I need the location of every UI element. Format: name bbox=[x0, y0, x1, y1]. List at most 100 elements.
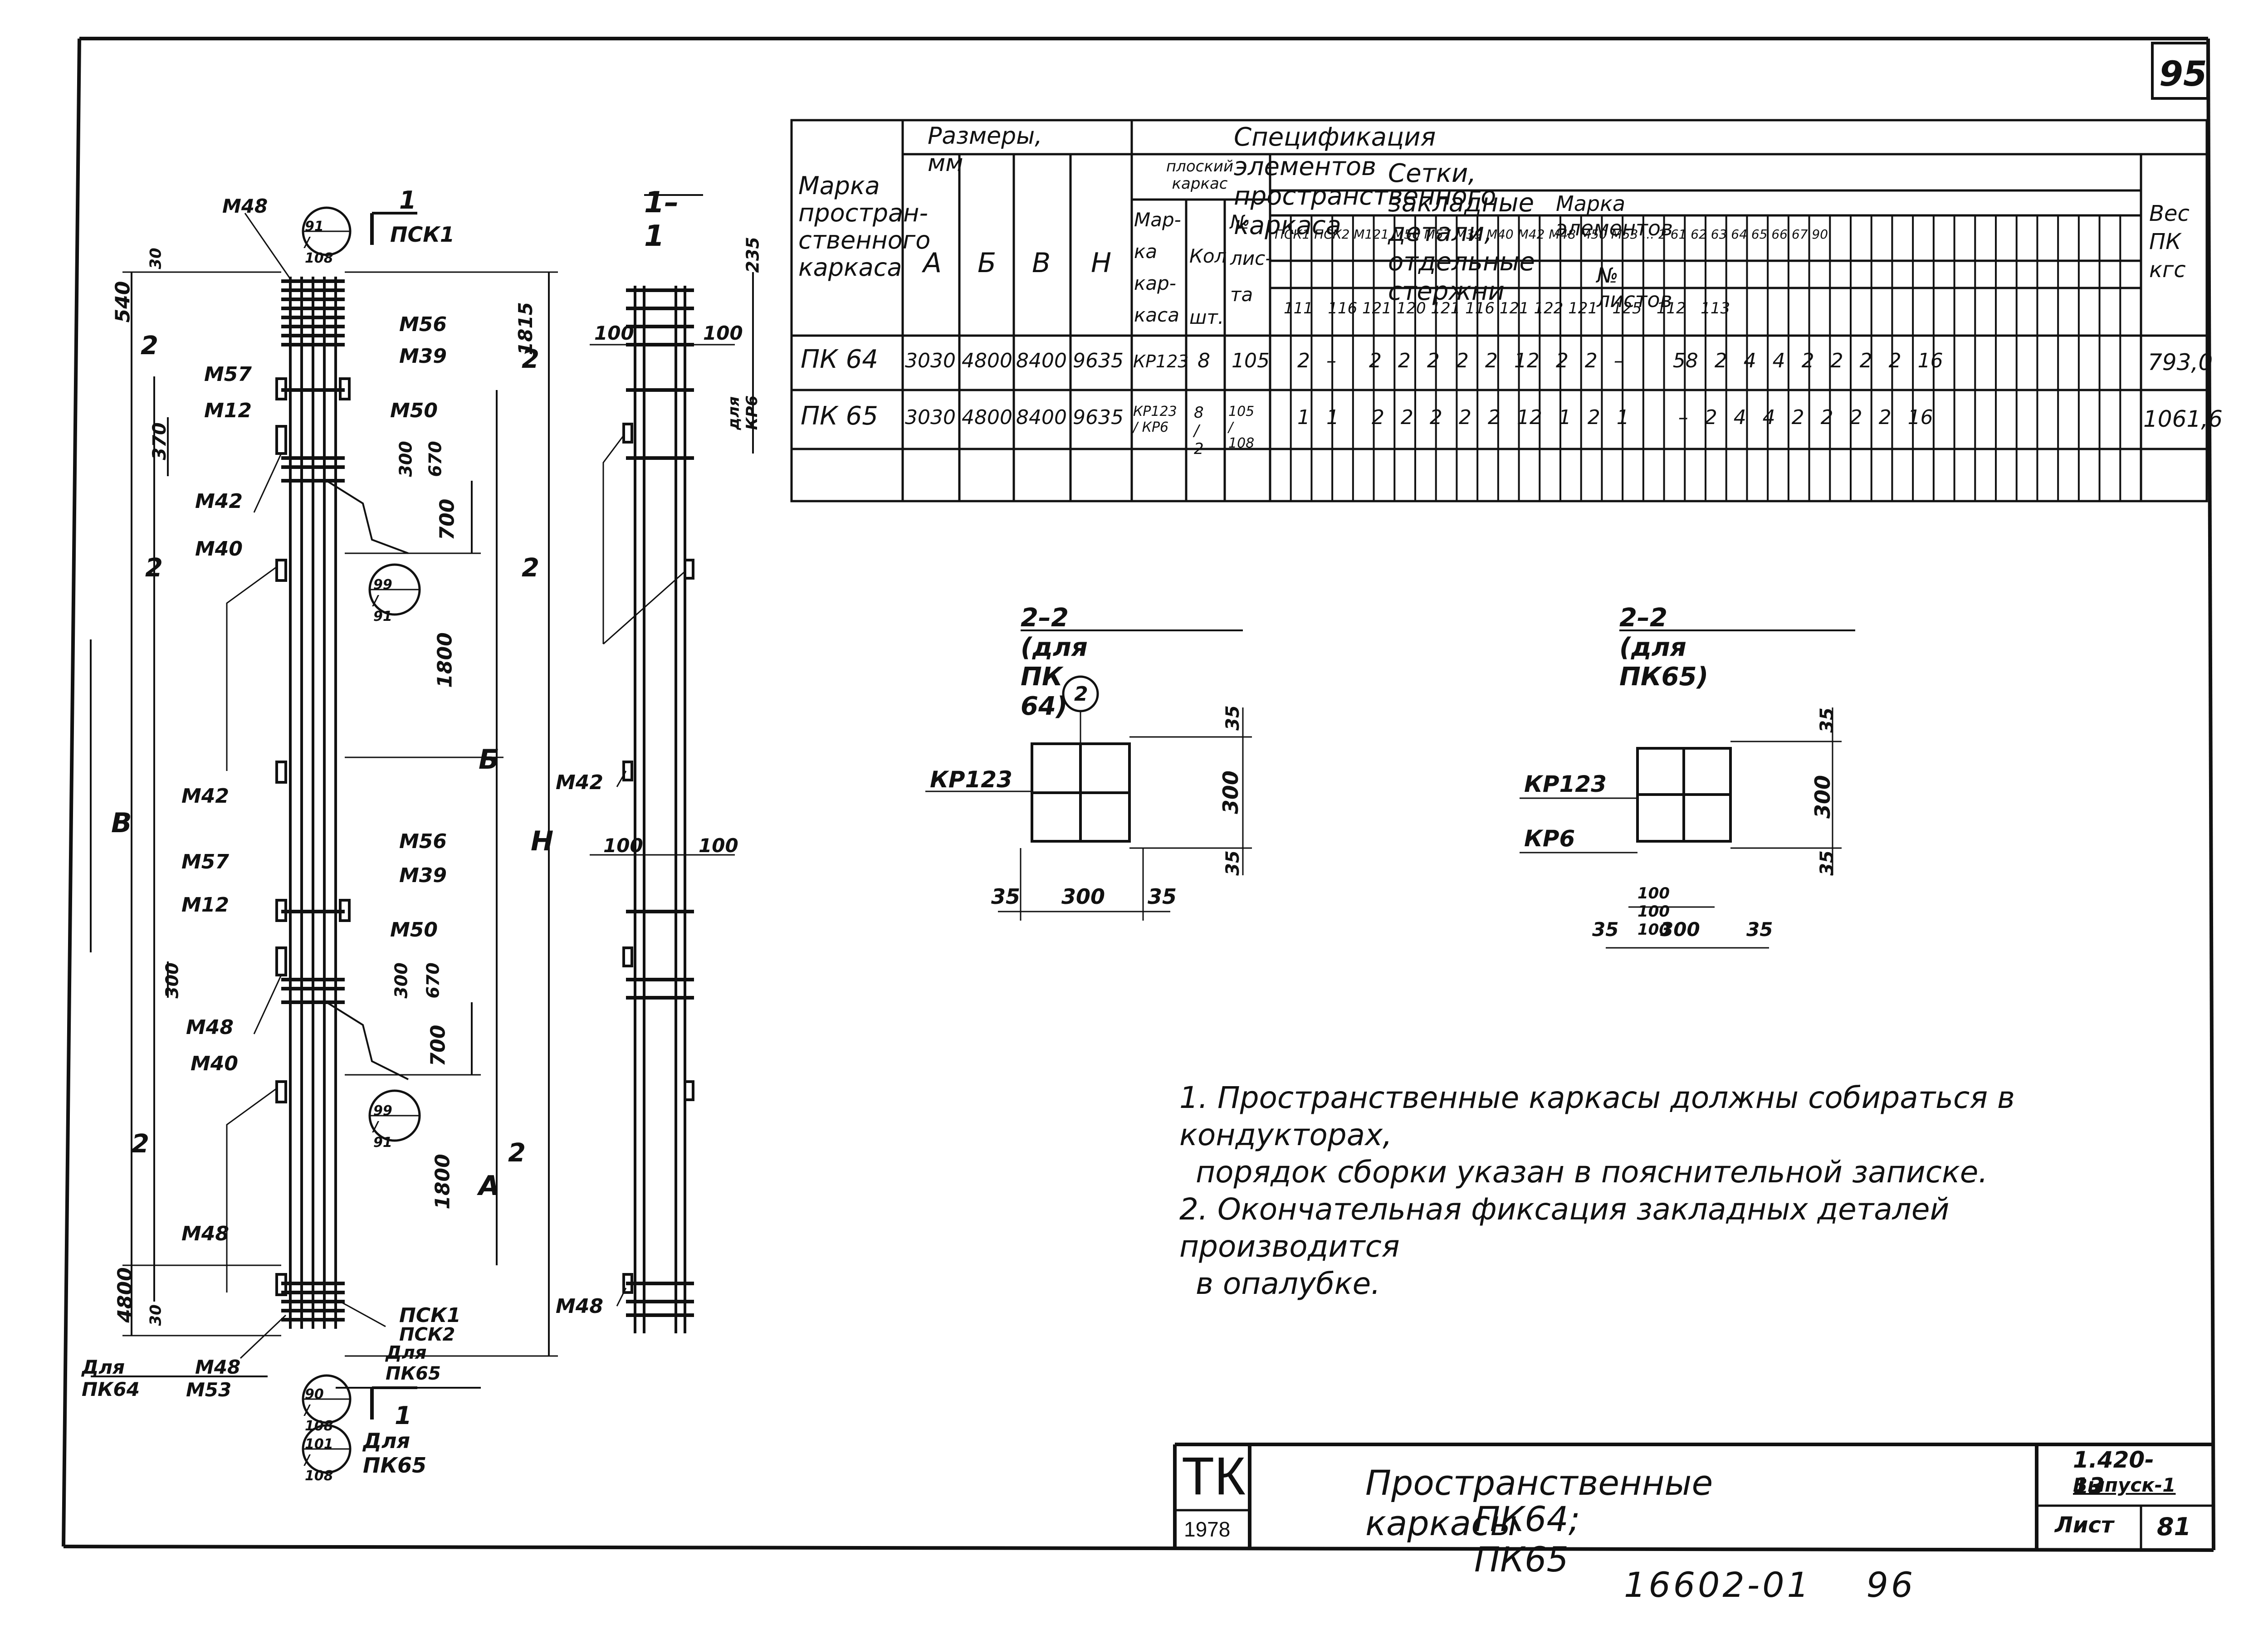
note-line: 1. Пространственные каркасы должны собир… bbox=[1179, 1080, 2015, 1152]
row-kar: КР123 bbox=[1133, 351, 1189, 371]
dim-300-sb: 300 bbox=[1660, 918, 1700, 941]
row-h: 9635 bbox=[1073, 406, 1124, 429]
header-weight: Вес ПК кгс bbox=[2149, 200, 2190, 284]
sec2-marker-c: 2 bbox=[145, 553, 163, 583]
header-list: № лис- та bbox=[1230, 204, 1272, 313]
header-dim-b: Б bbox=[978, 247, 997, 279]
label-m50-a: М50 bbox=[390, 399, 438, 422]
row-weight: 793,0 bbox=[2148, 349, 2213, 376]
page-number: 95 bbox=[2159, 54, 2207, 94]
note-line: 2. Окончательная фиксация закладных дета… bbox=[1179, 1192, 1950, 1264]
dim-35-sb1: 35 bbox=[1592, 918, 1619, 941]
letter-v: В bbox=[111, 807, 132, 839]
row-cells: 1 1 2 2 2 2 2 12 1 2 1 – 2 4 4 2 2 2 2 1… bbox=[1297, 406, 1933, 429]
label-m42-s: М42 bbox=[556, 771, 604, 794]
circle-text-mid-a: 99 / 91 bbox=[373, 577, 392, 624]
header-elements: Марка элементов bbox=[1556, 191, 1673, 240]
label-psk1-bot: ПСК1 bbox=[399, 1304, 461, 1327]
header-flat: плоский каркас bbox=[1166, 157, 1234, 193]
dim-100-3: 100 bbox=[1637, 921, 1670, 939]
dim-35-sb2: 35 bbox=[1746, 918, 1773, 941]
label-kr123-a: КР123 bbox=[930, 766, 1012, 793]
dim-35-sa2: 35 bbox=[1148, 884, 1177, 909]
row-qty: 8 / 2 bbox=[1194, 404, 1204, 458]
label-m48-b: М48 bbox=[186, 1016, 234, 1039]
drawing-title-2: ПК64; ПК65 bbox=[1474, 1499, 1580, 1580]
row-kar: КР123 / КР6 bbox=[1133, 404, 1177, 435]
sec2-marker-e: 2 bbox=[132, 1129, 149, 1159]
header-mark-line: простран- bbox=[798, 199, 928, 227]
row-v: 8400 bbox=[1016, 349, 1067, 372]
header-dim-h: Н bbox=[1091, 247, 1112, 279]
label-m40-a: М40 bbox=[195, 537, 243, 561]
row-cells: 2 – 2 2 2 2 2 12 2 2 – 58 2 4 4 2 2 2 2 … bbox=[1297, 349, 1943, 372]
header-dim-v: В bbox=[1032, 247, 1051, 279]
sec2-marker-f: 2 bbox=[508, 1138, 526, 1168]
note-line: порядок сборки указан в пояснительной за… bbox=[1196, 1155, 1988, 1190]
label-m12-b: М12 bbox=[181, 893, 230, 917]
dim-100-a: 100 bbox=[594, 322, 634, 344]
label-kr6: КР6 bbox=[1524, 825, 1575, 852]
row-list: 105 / 108 bbox=[1228, 404, 1255, 451]
label-psk1-top: ПСК1 bbox=[390, 222, 455, 247]
header-list-line: № bbox=[1230, 211, 1250, 233]
header-mark-kar-line: ка bbox=[1134, 240, 1158, 263]
row-mark: ПК 65 bbox=[801, 401, 878, 431]
note-line: в опалубке. bbox=[1196, 1266, 1381, 1301]
dim-100-b: 100 bbox=[703, 322, 743, 344]
header-mark: Марка простран- ственного каркаса bbox=[798, 172, 930, 281]
header-qty: Кол шт. bbox=[1189, 204, 1227, 327]
header-mark-kar-line: кар- bbox=[1134, 272, 1176, 294]
letter-b: Б bbox=[479, 744, 499, 776]
dim-100-2: 100 bbox=[1637, 902, 1670, 921]
circle-text-bot1: 90 / 108 bbox=[305, 1386, 333, 1434]
row-b: 4800 bbox=[962, 349, 1012, 372]
sheet-label: Лист bbox=[2055, 1512, 2114, 1538]
label-m57-b: М57 bbox=[181, 850, 230, 873]
dim-35-sa1: 35 bbox=[991, 884, 1021, 909]
row-list: 105 bbox=[1232, 349, 1270, 372]
row-qty: 8 bbox=[1198, 349, 1210, 372]
header-dim-a: А bbox=[923, 247, 942, 279]
label-kr123-b: КР123 bbox=[1524, 771, 1607, 797]
dim-100-d: 100 bbox=[699, 834, 738, 857]
label-m56-a: М56 bbox=[399, 313, 447, 336]
row-a: 3030 bbox=[905, 349, 956, 372]
label-for-pk65-a: Для ПК65 bbox=[386, 1342, 441, 1384]
header-mark-line: каркаса bbox=[798, 253, 902, 282]
label-m48-s: М48 bbox=[556, 1295, 604, 1318]
header-sizes: Размеры, мм bbox=[928, 122, 1042, 177]
drawing-title-1: Пространственные каркасы bbox=[1365, 1463, 1713, 1543]
letter-a: А bbox=[479, 1170, 500, 1202]
label-for-pk65-b: Для ПК65 bbox=[363, 1429, 427, 1478]
sec2-marker-b: 2 bbox=[522, 345, 539, 374]
header-list-line: лис- bbox=[1230, 247, 1272, 269]
label-m50-b: М50 bbox=[390, 918, 438, 941]
label-m39-b: М39 bbox=[399, 864, 447, 887]
issue-number: Выпуск-1 bbox=[2073, 1474, 2176, 1496]
dim-100-sb: 100 100 100 bbox=[1637, 884, 1670, 939]
label-m57-a: М57 bbox=[204, 363, 252, 386]
row-weight: 1061,6 bbox=[2143, 406, 2223, 432]
label-m48-d: М48 bbox=[195, 1356, 241, 1378]
sec2-marker-d: 2 bbox=[522, 553, 539, 583]
header-mark-kar-line: Мар- bbox=[1134, 209, 1181, 231]
label-for-pk64: Для ПК64 bbox=[82, 1356, 140, 1400]
label-sec1-top: 1 bbox=[399, 186, 416, 215]
label-m48-c: М48 bbox=[181, 1222, 230, 1245]
header-weight-line: кгс bbox=[2149, 257, 2186, 283]
header-meshes: Сетки, закладные детали, отдельные стерж… bbox=[1388, 159, 1535, 306]
header-list-line: та bbox=[1230, 283, 1253, 306]
circle-text-mid-b: 99 / 91 bbox=[373, 1103, 392, 1151]
circle-text-bot2: 101 / 108 bbox=[305, 1436, 333, 1484]
dim-100-c: 100 bbox=[603, 834, 643, 857]
label-m39-a: М39 bbox=[399, 345, 447, 368]
header-qty-line: шт. bbox=[1189, 306, 1224, 328]
dim-300-sa: 300 bbox=[1061, 884, 1105, 909]
header-weight-line: Вес bbox=[2149, 201, 2190, 226]
